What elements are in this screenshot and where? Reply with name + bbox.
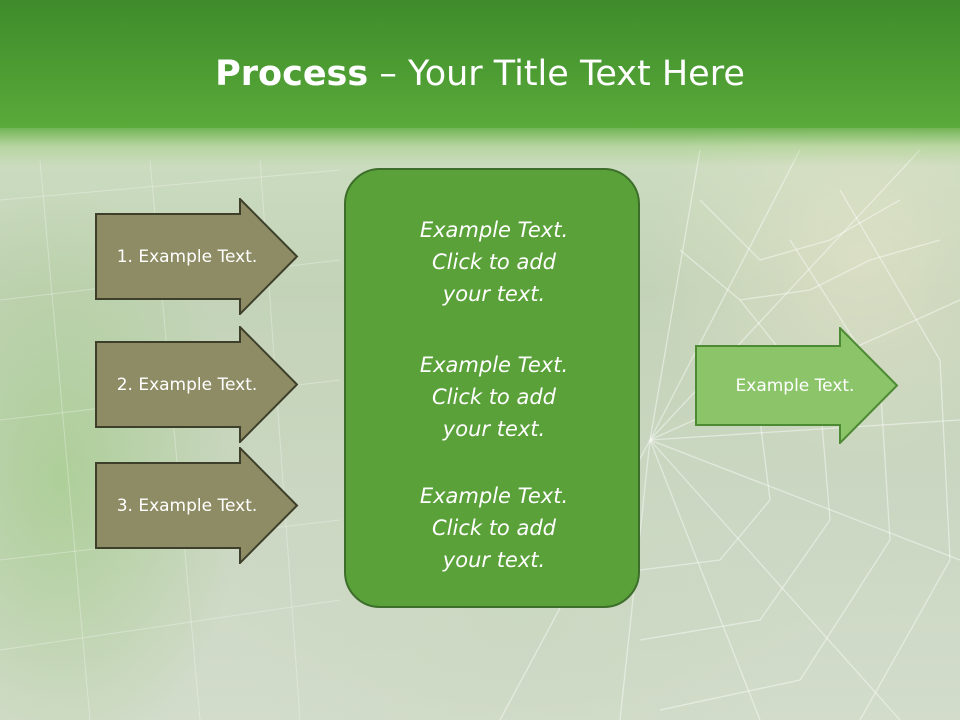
output-arrow-shape <box>695 327 899 444</box>
slide-title-rest: – Your Title Text Here <box>368 54 745 94</box>
output-arrow-label: Example Text. <box>735 375 855 396</box>
center-text-block-1-line-3: your text. <box>442 282 546 306</box>
input-arrow-3-label: 3. Example Text. <box>116 495 258 516</box>
slide-title-bold: Process <box>215 54 369 94</box>
center-text-block-2-line-3: your text. <box>442 417 546 441</box>
input-arrow-2-label: 2. Example Text. <box>116 374 258 395</box>
center-text-block-3-line-1: Example Text. <box>419 484 569 508</box>
center-process-box[interactable]: Example Text. Click to add your text. Ex… <box>344 168 640 608</box>
center-text-block-3[interactable]: Example Text. Click to add your text. <box>346 480 642 576</box>
center-text-block-2-line-1: Example Text. <box>419 353 569 377</box>
input-arrow-2-shape <box>95 326 299 443</box>
center-text-block-1-line-1: Example Text. <box>419 218 569 242</box>
input-arrow-1[interactable]: 1. Example Text. <box>95 198 299 315</box>
input-arrow-3-shape <box>95 447 299 564</box>
center-text-block-3-line-3: your text. <box>442 548 546 572</box>
title-bar <box>0 0 960 128</box>
center-text-block-1[interactable]: Example Text. Click to add your text. <box>346 214 642 310</box>
output-arrow[interactable]: Example Text. <box>695 327 899 444</box>
input-arrow-2[interactable]: 2. Example Text. <box>95 326 299 443</box>
input-arrow-1-shape <box>95 198 299 315</box>
title-bar-fade <box>0 126 960 166</box>
input-arrow-3[interactable]: 3. Example Text. <box>95 447 299 564</box>
slide-title[interactable]: Process – Your Title Text Here <box>0 52 960 96</box>
center-text-block-2-line-2: Click to add <box>431 385 556 409</box>
center-text-block-2[interactable]: Example Text. Click to add your text. <box>346 349 642 445</box>
center-text-block-3-line-2: Click to add <box>431 516 556 540</box>
input-arrow-1-label: 1. Example Text. <box>116 246 258 267</box>
center-text-block-1-line-2: Click to add <box>431 250 556 274</box>
